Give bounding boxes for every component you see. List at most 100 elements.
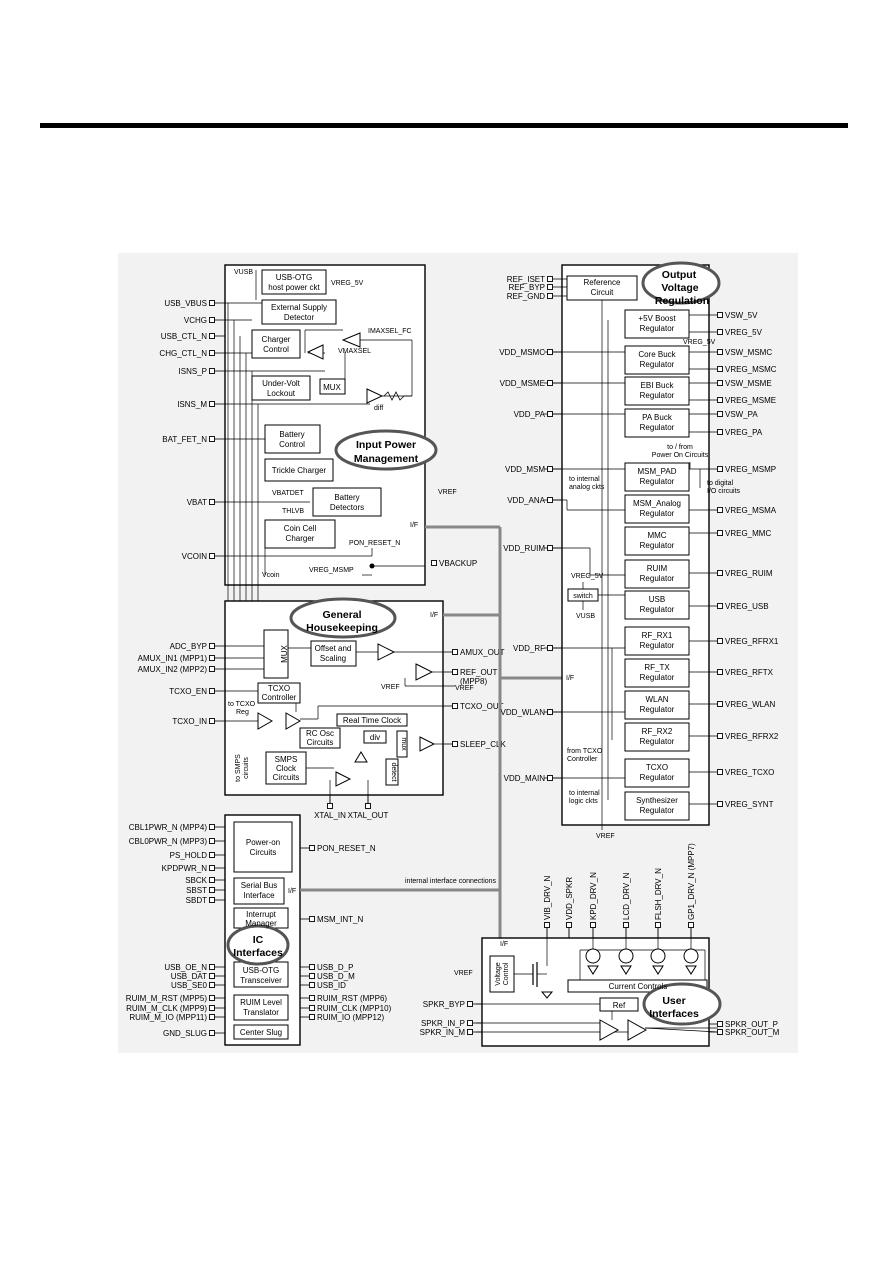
pin-usb-se0-marker [209, 982, 215, 988]
pin-ruim-m-io-mpp11: RUIM_M_IO (MPP11) [129, 1013, 207, 1022]
switch-vreg5v-label: VREG_5V [571, 573, 604, 580]
rc-osc-sublabel: Circuits [307, 738, 334, 747]
to-analog-label: to internal [569, 476, 600, 483]
pin-spkr-out-m: SPKR_OUT_M [725, 1028, 780, 1037]
reference-circuit-label: Reference [584, 278, 621, 287]
pin-spkr-in-p-marker [467, 1020, 473, 1026]
vmaxsel-label: VMAXSEL [338, 348, 371, 355]
charger-control-label: Charger [262, 335, 291, 344]
rf-tx-label: RF_TX [644, 663, 670, 672]
pin-cbl0pwr-n-mpp3-marker [209, 838, 215, 844]
pin-vreg-5v: VREG_5V [725, 328, 763, 337]
pin-chg-ctl-n: CHG_CTL_N [159, 349, 207, 358]
pin-spkr-in-m-marker [467, 1029, 473, 1035]
usb-otg-host-sublabel: host power ckt [268, 283, 320, 292]
pin-vbat: VBAT [187, 498, 207, 507]
pin-vdd-pa-marker [547, 411, 553, 417]
ruim-level-label: RUIM Level [240, 998, 282, 1007]
undervolt-sublabel: Lockout [267, 389, 296, 398]
offset-scaling-sublabel: Scaling [320, 654, 346, 663]
internal-interface-connections-label: internal interface connections [405, 878, 497, 885]
pin-kpd-drv-n: KPD_DRV_N [589, 872, 598, 920]
undervolt-label: Under-Volt [262, 379, 301, 388]
voltage-control-label: Voltage [495, 962, 502, 985]
msm-analog-sublabel: Regulator [640, 509, 675, 518]
pin-lcd-drv-n-marker [623, 922, 629, 928]
pin-vreg-rfrx2: VREG_RFRX2 [725, 732, 779, 741]
pin-sbck: SBCK [185, 876, 207, 885]
pin-usb-ctl-n: USB_CTL_N [161, 332, 207, 341]
synthesizer-sublabel: Regulator [640, 806, 675, 815]
pin-kpdpwr-n: KPDPWR_N [162, 864, 208, 873]
pin-vreg-rftx-marker [717, 669, 723, 675]
pin-usb-d-p: USB_D_P [317, 963, 353, 972]
pin-usb-vbus-marker [209, 300, 215, 306]
rf-rx2-sublabel: Regulator [640, 737, 675, 746]
rf-rx1-label: RF_RX1 [642, 631, 673, 640]
pin-vdd-ana: VDD_ANA [507, 496, 545, 505]
pin-ps-hold: PS_HOLD [170, 851, 208, 860]
pin-gnd-slug-marker [209, 1030, 215, 1036]
pin-sleep-clk-marker [452, 741, 458, 747]
pin-vreg-mmc-marker [717, 530, 723, 536]
core-buck-label: Core Buck [638, 350, 676, 359]
pin-vdd-msm: VDD_MSM [505, 465, 545, 474]
pin-amux-in1-mpp1-marker [209, 655, 215, 661]
pa-buck-label: PA Buck [642, 413, 673, 422]
pin-tcxo-en: TCXO_EN [169, 687, 207, 696]
pin-usb-dat-marker [209, 973, 215, 979]
ipm-vreg-msmp-label: VREG_MSMP [309, 567, 354, 574]
core-buck-sublabel: Regulator [640, 360, 675, 369]
reference-circuit-sublabel: Circuit [591, 288, 614, 297]
pin-msm-int-n: MSM_INT_N [317, 915, 363, 924]
pin-sbdt-marker [209, 897, 215, 903]
ui-if-label: I/F [500, 941, 508, 948]
ruim-reg-sublabel: Regulator [640, 574, 675, 583]
pin-ruim-io-mpp12: RUIM_IO (MPP12) [317, 1013, 384, 1022]
pin-isns-p-marker [209, 368, 215, 374]
diff-label: diff [374, 405, 383, 412]
ic-interfaces-title: IC [253, 934, 264, 946]
vcoin-internal-label: Vcoin [262, 572, 280, 579]
pin-usb-se0: USB_SE0 [171, 981, 208, 990]
pin-vdd-ruim: VDD_RUIM [503, 544, 545, 553]
pin-vdd-msm-marker [547, 466, 553, 472]
pin-usb-vbus: USB_VBUS [164, 299, 207, 308]
pin-xtal-out-marker [365, 803, 371, 809]
pin-tcxo-out: TCXO_OUT [460, 702, 504, 711]
pin-ref-iset: REF_ISET [507, 275, 545, 284]
pin-usb-dat: USB_DAT [171, 972, 207, 981]
pin-flsh-drv-n-marker [655, 922, 661, 928]
vbatdet-label: VBATDET [272, 490, 304, 497]
pin-vdd-spkr: VDD_SPKR [565, 877, 574, 920]
interface-bus [300, 525, 562, 938]
pin-vdd-ruim-marker [547, 545, 553, 551]
ui-vref-label: VREF [454, 970, 473, 977]
pin-vreg-usb-marker [717, 603, 723, 609]
pin-xtal-in: XTAL_IN [314, 811, 346, 820]
coin-cell-label: Coin Cell [284, 524, 317, 533]
pin-vreg-ruim-marker [717, 570, 723, 576]
pin-vdd-msmc: VDD_MSMC [499, 348, 545, 357]
pin-ref-iset-marker [547, 276, 553, 282]
ic-if-label: I/F [288, 888, 296, 895]
detect-label: detect [390, 762, 397, 781]
pin-vib-drv-n: VIB_DRV_N [543, 875, 552, 920]
pin-vchg-marker [209, 317, 215, 323]
tcxo-reg-label: TCXO [646, 763, 668, 772]
pin-vreg-usb: VREG_USB [725, 602, 769, 611]
pin-usb-id: USB_ID [317, 981, 346, 990]
pon-note-sublabel: Power On Circuits [652, 452, 709, 459]
pin-vsw-pa: VSW_PA [725, 410, 758, 419]
pin-kpdpwr-n-marker [209, 865, 215, 871]
from-tcxo-sublabel: Controller [567, 756, 598, 763]
vusb-label: VUSB [234, 269, 253, 276]
to-smps-label: to SMPS [235, 754, 242, 782]
pin-spkr-out-p-marker [717, 1021, 723, 1027]
hk-vref-out-label: VREF [455, 685, 474, 692]
pin-vreg-synt: VREG_SYNT [725, 800, 774, 809]
battery-control-sublabel: Control [279, 440, 305, 449]
charger-control-sublabel: Control [263, 345, 289, 354]
battery-detectors-sublabel: Detectors [330, 503, 364, 512]
